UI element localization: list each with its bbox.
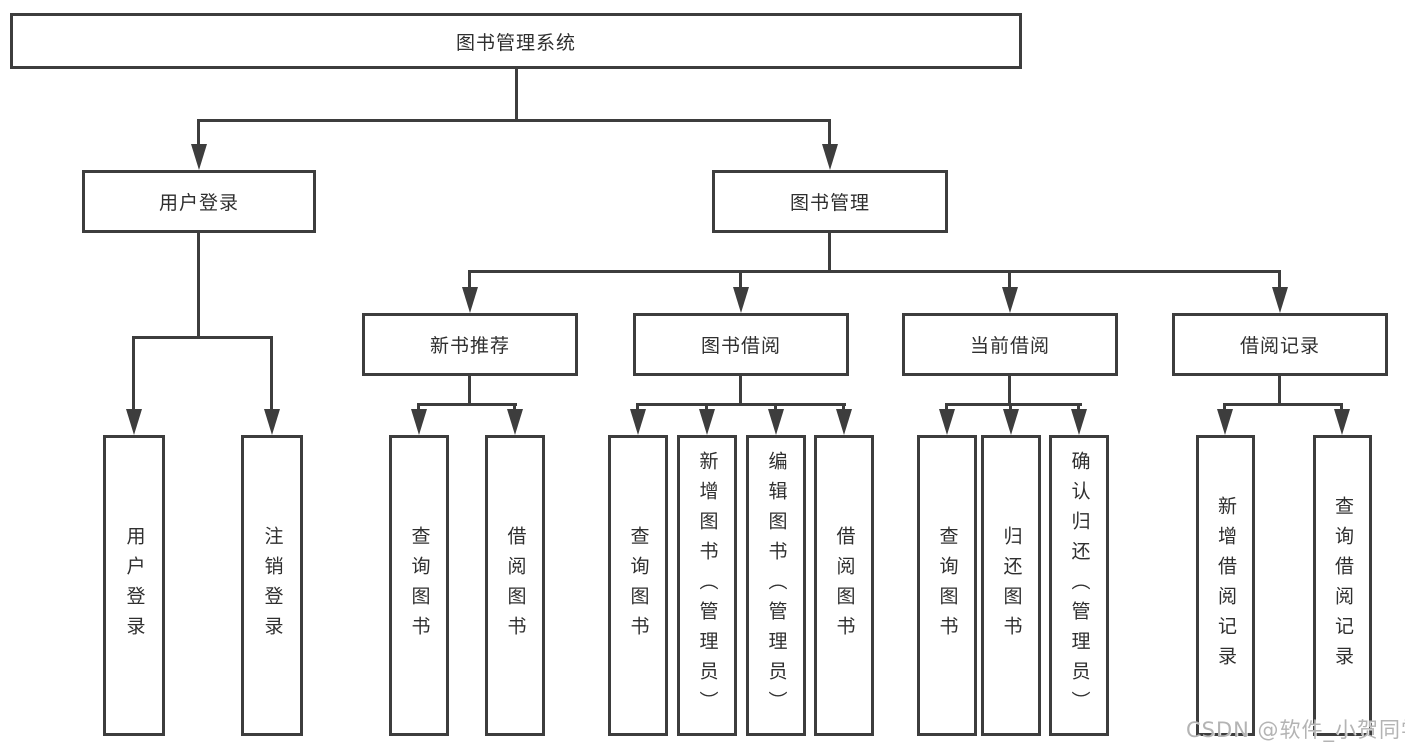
node-borrowing-records: 借阅记录 [1172, 313, 1388, 376]
connector-userlogin-vline [197, 233, 200, 336]
connector-current-hline [945, 403, 1082, 406]
connector-bookmgmt-hline [468, 270, 1281, 273]
leaf-add-borrow-record: 新增借阅记录 [1196, 435, 1255, 736]
arrowhead-leaf-query-newbook [411, 409, 427, 435]
node-current-borrowing-label: 当前借阅 [969, 335, 1050, 357]
connector-stub-user-login [197, 119, 200, 147]
leaf-user-login: 用户登录 [103, 435, 165, 736]
arrowhead-records [1272, 287, 1288, 313]
leaf-edit-books-admin-label: 编辑图书（管理员） [765, 450, 788, 721]
leaf-query-borrow-record: 查询借阅记录 [1313, 435, 1372, 736]
connector-borrowing-hline [636, 403, 846, 406]
leaf-confirm-return-admin-label: 确认归还（管理员） [1068, 450, 1091, 721]
connector-userlogin-hline [132, 336, 273, 339]
connector-stub-borrowing [739, 273, 742, 289]
arrowhead-leaf-add-record [1217, 409, 1233, 435]
arrowhead-current [1002, 287, 1018, 313]
arrowhead-leaf-return-books [1003, 409, 1019, 435]
leaf-borrow-books-borrowing-label: 借阅图书 [833, 525, 856, 646]
node-book-management: 图书管理 [712, 170, 948, 233]
leaf-query-books-newbook: 查询图书 [389, 435, 449, 736]
node-user-login-label: 用户登录 [158, 192, 239, 214]
connector-current-vline [1008, 376, 1011, 403]
node-borrowing-records-label: 借阅记录 [1239, 335, 1320, 357]
arrowhead-leaf-user-login [126, 409, 142, 435]
connector-newbook-hline [417, 403, 517, 406]
arrowhead-leaf-borrow-borrowing [836, 409, 852, 435]
arrowhead-leaf-query-record [1334, 409, 1350, 435]
leaf-return-books: 归还图书 [981, 435, 1041, 736]
arrowhead-leaf-query-current [939, 409, 955, 435]
node-book-management-label: 图书管理 [789, 192, 870, 214]
connector-stub-leaf-logout [270, 339, 273, 411]
leaf-query-books-newbook-label: 查询图书 [408, 525, 431, 646]
connector-stub-new-book [468, 273, 471, 289]
leaf-logout-login-label: 注销登录 [261, 525, 284, 646]
connector-borrowing-vline [739, 376, 742, 403]
node-root-label: 图书管理系统 [455, 31, 576, 54]
node-new-book-recommend: 新书推荐 [362, 313, 578, 376]
leaf-add-books-admin: 新增图书（管理员） [677, 435, 737, 736]
connector-stub-current [1008, 273, 1011, 289]
leaf-add-borrow-record-label: 新增借阅记录 [1215, 495, 1237, 676]
leaf-return-books-label: 归还图书 [1000, 525, 1023, 646]
arrowhead-leaf-borrow-newbook [507, 409, 523, 435]
node-root: 图书管理系统 [10, 13, 1022, 69]
leaf-query-books-borrowing: 查询图书 [608, 435, 668, 736]
connector-root-vline [515, 69, 518, 122]
leaf-logout-login: 注销登录 [241, 435, 303, 736]
node-book-borrowing-label: 图书借阅 [700, 335, 781, 357]
arrowhead-leaf-logout [264, 409, 280, 435]
node-book-borrowing: 图书借阅 [633, 313, 849, 376]
connector-newbook-vline [468, 376, 471, 403]
connector-records-vline [1278, 376, 1281, 403]
leaf-query-borrow-record-label: 查询借阅记录 [1332, 495, 1354, 676]
arrowhead-leaf-confirm-return [1071, 409, 1087, 435]
node-new-book-recommend-label: 新书推荐 [429, 335, 510, 357]
connector-bookmgmt-vline [828, 233, 831, 270]
leaf-borrow-books-newbook: 借阅图书 [485, 435, 545, 736]
connector-stub-leaf-user-login [132, 339, 135, 411]
leaf-confirm-return-admin: 确认归还（管理员） [1049, 435, 1109, 736]
leaf-query-books-current: 查询图书 [917, 435, 977, 736]
arrowhead-user-login [191, 144, 207, 170]
arrowhead-new-book [462, 287, 478, 313]
connector-stub-book-management [828, 119, 831, 147]
leaf-edit-books-admin: 编辑图书（管理员） [746, 435, 806, 736]
node-current-borrowing: 当前借阅 [902, 313, 1118, 376]
leaf-add-books-admin-label: 新增图书（管理员） [696, 450, 719, 721]
leaf-borrow-books-borrowing: 借阅图书 [814, 435, 874, 736]
arrowhead-book-management [822, 144, 838, 170]
leaf-borrow-books-newbook-label: 借阅图书 [504, 525, 527, 646]
connector-records-hline [1223, 403, 1343, 406]
leaf-query-books-current-label: 查询图书 [936, 525, 959, 646]
arrowhead-leaf-query-borrowing [630, 409, 646, 435]
node-user-login: 用户登录 [82, 170, 316, 233]
connector-root-hline [197, 119, 831, 122]
connector-stub-records [1278, 273, 1281, 289]
arrowhead-leaf-edit-books [768, 409, 784, 435]
leaf-user-login-label: 用户登录 [123, 525, 146, 646]
arrowhead-leaf-add-books [699, 409, 715, 435]
arrowhead-borrowing [733, 287, 749, 313]
csdn-watermark: CSDN @软件_小贺同学 [1186, 718, 1405, 742]
leaf-query-books-borrowing-label: 查询图书 [627, 525, 650, 646]
